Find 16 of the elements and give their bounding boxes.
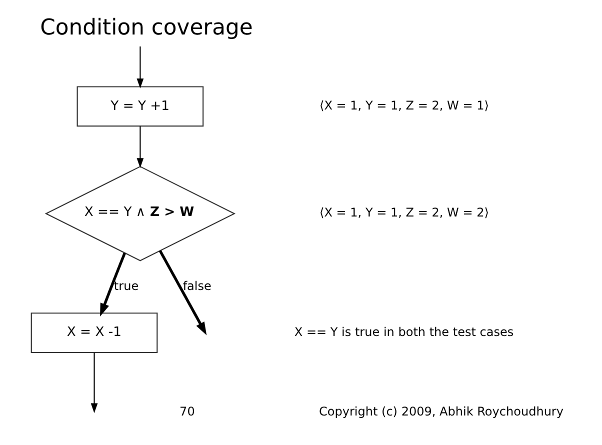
diagram-title: Condition coverage xyxy=(40,16,252,41)
node-box: Y = Y +1 xyxy=(76,86,204,127)
edge-label: true xyxy=(113,278,138,293)
arrow xyxy=(100,252,126,317)
arrow xyxy=(158,250,206,336)
arrow xyxy=(136,126,144,168)
edge-label: false xyxy=(182,278,211,293)
label: Copyright (c) 2009, Abhik Roychoudhury xyxy=(318,404,563,419)
node-box: X = X -1 xyxy=(30,312,158,354)
node-diamond: X == Y ∧ Z > W xyxy=(44,166,236,262)
arrow xyxy=(136,46,144,88)
label: 70 xyxy=(179,404,194,419)
label: ⟨X = 1, Y = 1, Z = 2, W = 2⟩ xyxy=(319,206,488,220)
label: X == Y is true in both the test cases xyxy=(294,324,514,339)
label: ⟨X = 1, Y = 1, Z = 2, W = 1⟩ xyxy=(319,98,488,112)
arrow xyxy=(90,352,98,414)
